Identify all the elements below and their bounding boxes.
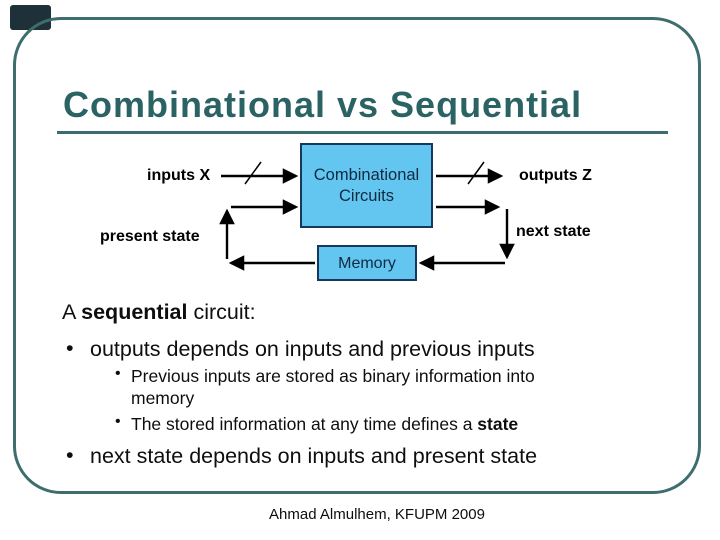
sub-bullet-icon: • bbox=[115, 413, 121, 430]
bullet-item-1: outputs depends on inputs and previous i… bbox=[90, 337, 535, 361]
memory-box: Memory bbox=[317, 245, 417, 281]
combinational-box-label-line1: Combinational bbox=[313, 165, 420, 184]
intro-line: A sequential circuit: bbox=[62, 300, 256, 325]
slide-title: Combinational vs Sequential bbox=[63, 84, 583, 125]
footer-credit: Ahmad Almulhem, KFUPM 2009 bbox=[269, 506, 485, 523]
next-state-label: next state bbox=[516, 223, 591, 240]
sub-bullet-icon: • bbox=[115, 365, 121, 382]
sub-bullet-item-1: Previous inputs are stored as binary inf… bbox=[131, 366, 535, 408]
inputs-x-label: inputs X bbox=[147, 167, 211, 184]
combinational-circuits-box: Combinational Circuits bbox=[300, 143, 433, 228]
sub-bullet-2-prefix: The stored information at any time defin… bbox=[131, 414, 478, 434]
slide-border-frame bbox=[13, 17, 701, 494]
intro-bold-word: sequential bbox=[81, 300, 188, 324]
sub-bullet-2-bold-word: state bbox=[477, 414, 519, 434]
combinational-box-label-line2: Circuits bbox=[338, 186, 394, 205]
bullet-icon: • bbox=[66, 443, 74, 467]
intro-prefix: A bbox=[62, 300, 82, 324]
sub-bullet-item-2: The stored information at any time defin… bbox=[131, 414, 518, 436]
bullet-icon: • bbox=[66, 336, 74, 360]
intro-suffix: circuit: bbox=[187, 300, 256, 324]
bullet-item-2: next state depends on inputs and present… bbox=[90, 444, 538, 468]
title-underline bbox=[57, 131, 668, 134]
present-state-label: present state bbox=[100, 228, 200, 245]
memory-box-label: Memory bbox=[338, 254, 396, 272]
outputs-z-label: outputs Z bbox=[519, 167, 592, 184]
